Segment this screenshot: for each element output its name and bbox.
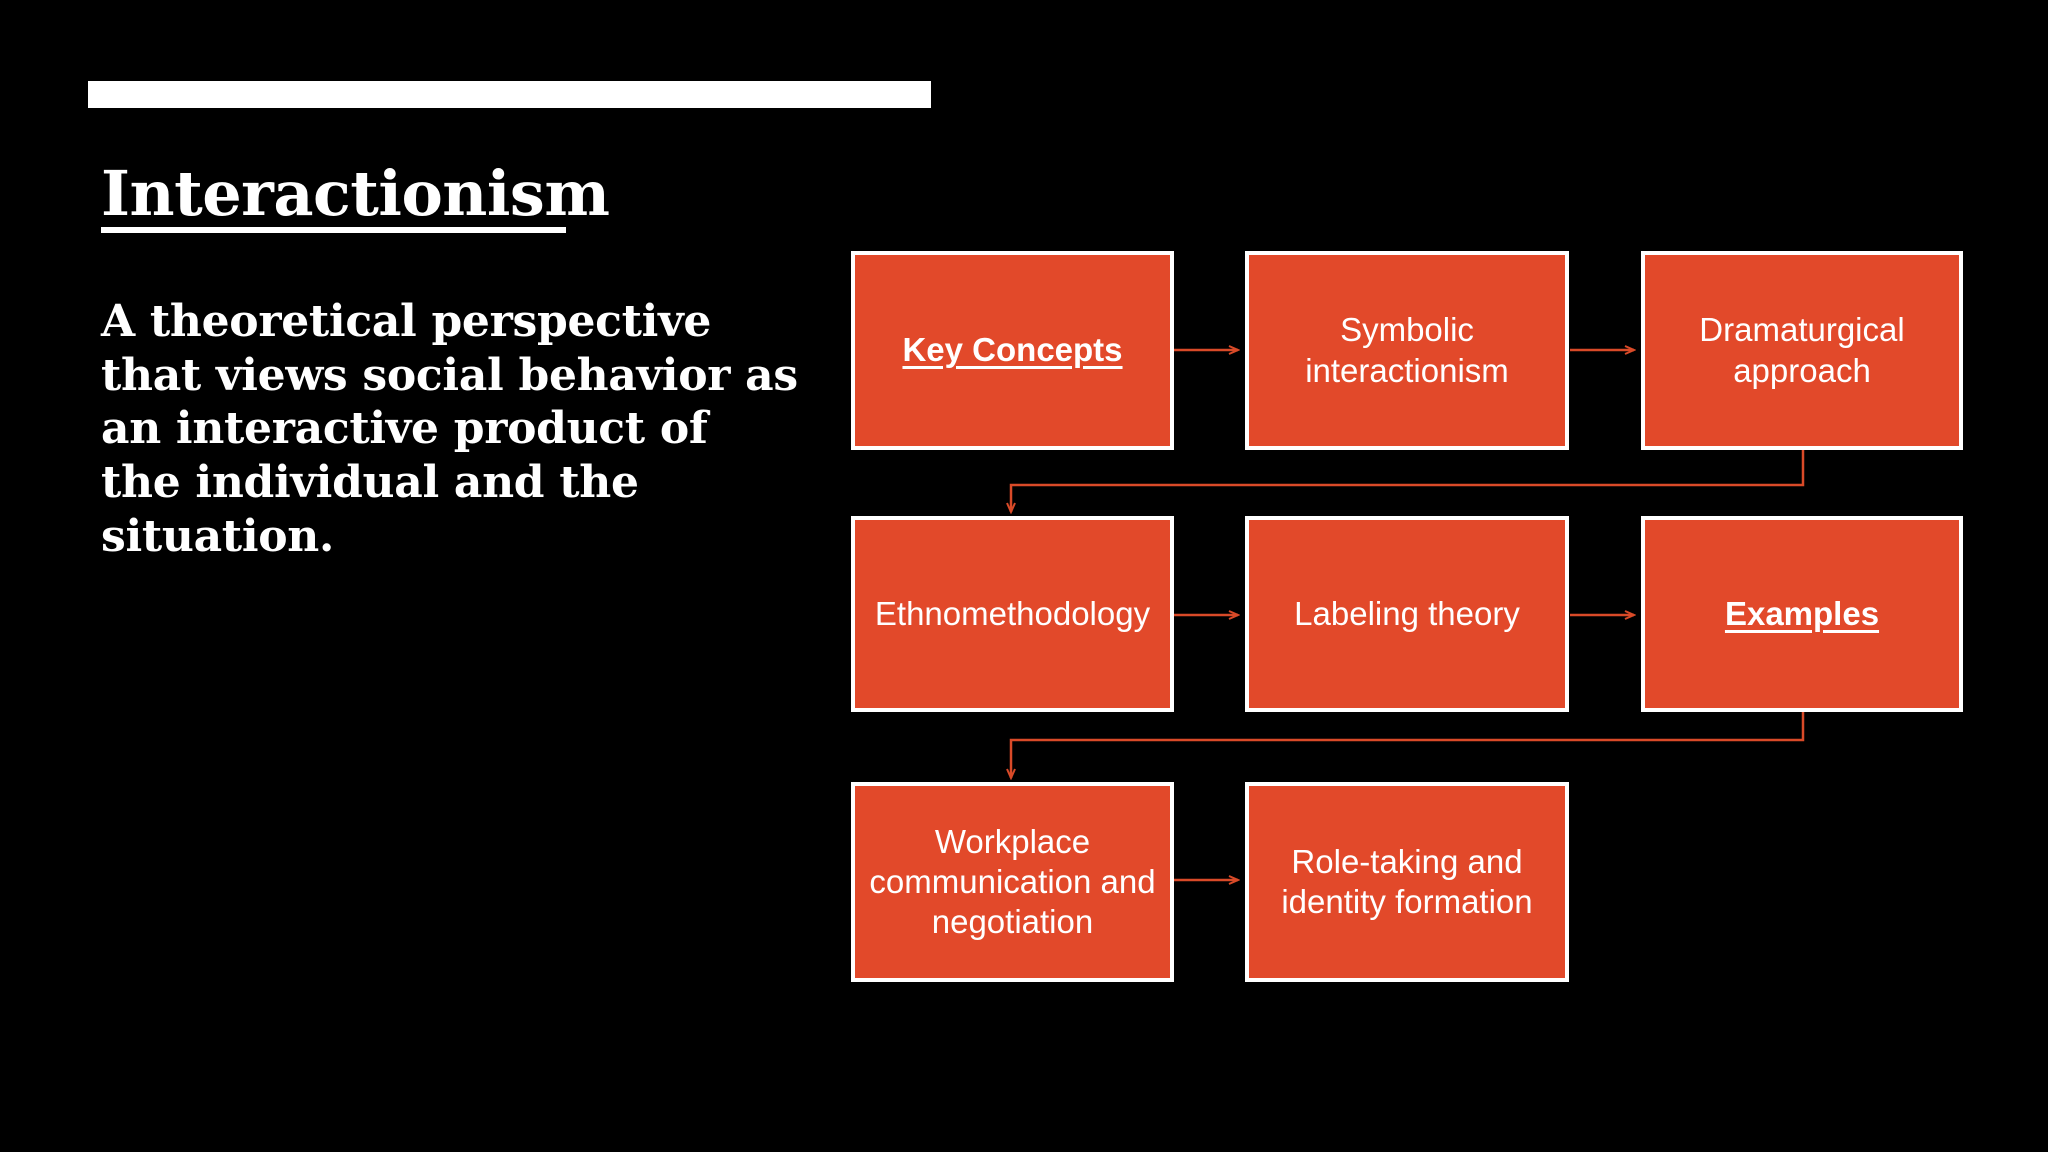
node-label: Dramaturgical approach [1699,311,1905,389]
node-workplace-communication[interactable]: Workplace communication and negotiation [851,782,1174,982]
node-label: Labeling theory [1294,594,1520,632]
connector-dramaturgical-to-ethnomethodology [1011,447,1805,512]
node-examples[interactable]: Examples [1641,516,1963,712]
node-label: Workplace communication and negotiation [869,822,1156,941]
page-title: Interactionism [101,157,610,230]
node-role-taking[interactable]: Role-taking and identity formation [1245,782,1569,982]
node-label: Examples [1724,594,1880,632]
node-symbolic-interactionism[interactable]: Symbolic interactionism [1245,251,1569,450]
node-dramaturgical-approach[interactable]: Dramaturgical approach [1641,251,1963,450]
connector-examples-to-workplace [1011,712,1805,778]
node-label: Key Concepts [902,331,1123,369]
node-label: Role-taking and identity formation [1281,842,1533,920]
slide-body-text: A theoretical perspective that views soc… [101,296,798,562]
title-underline [101,227,566,233]
node-label: Symbolic interactionism [1305,311,1509,389]
node-label: Ethnomethodology [874,594,1151,632]
node-ethnomethodology[interactable]: Ethnomethodology [851,516,1174,712]
accent-bar [88,81,931,108]
node-key-concepts[interactable]: Key Concepts [851,251,1174,450]
node-labeling-theory[interactable]: Labeling theory [1245,516,1569,712]
